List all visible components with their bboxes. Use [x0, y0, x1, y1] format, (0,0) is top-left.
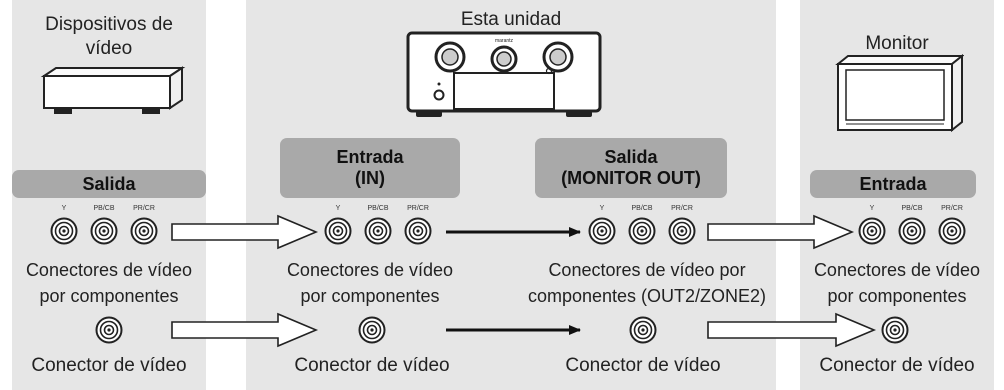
pr-jack-icon: PR/CR	[938, 205, 966, 245]
source-output-badge: Salida	[12, 170, 206, 198]
pr-jack-icon: PR/CR	[668, 205, 696, 245]
pr-jack-icon: PR/CR	[130, 205, 158, 245]
arrow-unit-to-monitor-component	[707, 214, 855, 250]
source-composite-jack-icon	[95, 316, 123, 344]
pb-jack-icon: PB/CB	[90, 205, 118, 245]
monitor-input-badge: Entrada	[810, 170, 976, 198]
jack-label: Y	[599, 205, 605, 212]
y-jack-icon: Y	[858, 205, 886, 245]
monitor-composite-label: Conector de vídeo	[819, 355, 975, 376]
video-device-icon	[40, 66, 186, 114]
y-jack-icon: Y	[50, 205, 78, 245]
unit-out-component-jacks: Y PB/CB PR/CR	[588, 205, 702, 245]
y-jack-icon: Y	[588, 205, 616, 245]
brand-text: marantz	[495, 38, 514, 44]
source-component-jacks: Y PB/CB PR/CR	[50, 205, 164, 245]
unit-in-composite-label: Conector de vídeo	[294, 355, 450, 376]
jack-label: PB/CB	[93, 205, 115, 212]
monitor-icon	[835, 54, 964, 133]
jack-label: Y	[869, 205, 875, 212]
arrow-source-to-unit-composite	[171, 312, 319, 348]
unit-in-component-jacks: Y PB/CB PR/CR	[324, 205, 438, 245]
unit-out-component-label: Conectores de vídeo por componentes (OUT…	[527, 260, 767, 306]
unit-in-composite-jack-icon	[358, 316, 386, 344]
jack-label: PR/CR	[941, 205, 963, 212]
pb-jack-icon: PB/CB	[898, 205, 926, 245]
unit-output-badge: Salida (MONITOR OUT)	[535, 138, 727, 198]
arrow-unit-to-monitor-composite	[707, 312, 877, 348]
jack-label: Y	[335, 205, 341, 212]
source-composite-label: Conector de vídeo	[31, 355, 187, 376]
jack-label: Y	[61, 205, 67, 212]
source-title: Dispositivos de vídeo	[45, 14, 173, 59]
receiver-unit-icon: marantz	[406, 31, 602, 117]
unit-input-badge: Entrada (IN)	[280, 138, 460, 198]
unit-out-composite-label: Conector de vídeo	[565, 355, 721, 376]
monitor-composite-jack-icon	[881, 316, 909, 344]
unit-in-component-label: Conectores de vídeo por componentes	[286, 260, 454, 306]
monitor-component-jacks: Y PB/CB PR/CR	[858, 205, 972, 245]
unit-title: Esta unidad	[460, 9, 562, 30]
jack-label: PB/CB	[901, 205, 923, 212]
arrow-source-to-unit-component	[171, 214, 319, 250]
jack-label: PR/CR	[671, 205, 693, 212]
pb-jack-icon: PB/CB	[364, 205, 392, 245]
jack-label: PR/CR	[133, 205, 155, 212]
jack-label: PB/CB	[631, 205, 653, 212]
monitor-component-label: Conectores de vídeo por componentes	[813, 260, 981, 306]
jack-label: PB/CB	[367, 205, 389, 212]
y-jack-icon: Y	[324, 205, 352, 245]
unit-out-composite-jack-icon	[629, 316, 657, 344]
monitor-title: Monitor	[865, 33, 929, 54]
jack-label: PR/CR	[407, 205, 429, 212]
pb-jack-icon: PB/CB	[628, 205, 656, 245]
pr-jack-icon: PR/CR	[404, 205, 432, 245]
source-component-label: Conectores de vídeo por componentes	[25, 260, 193, 306]
